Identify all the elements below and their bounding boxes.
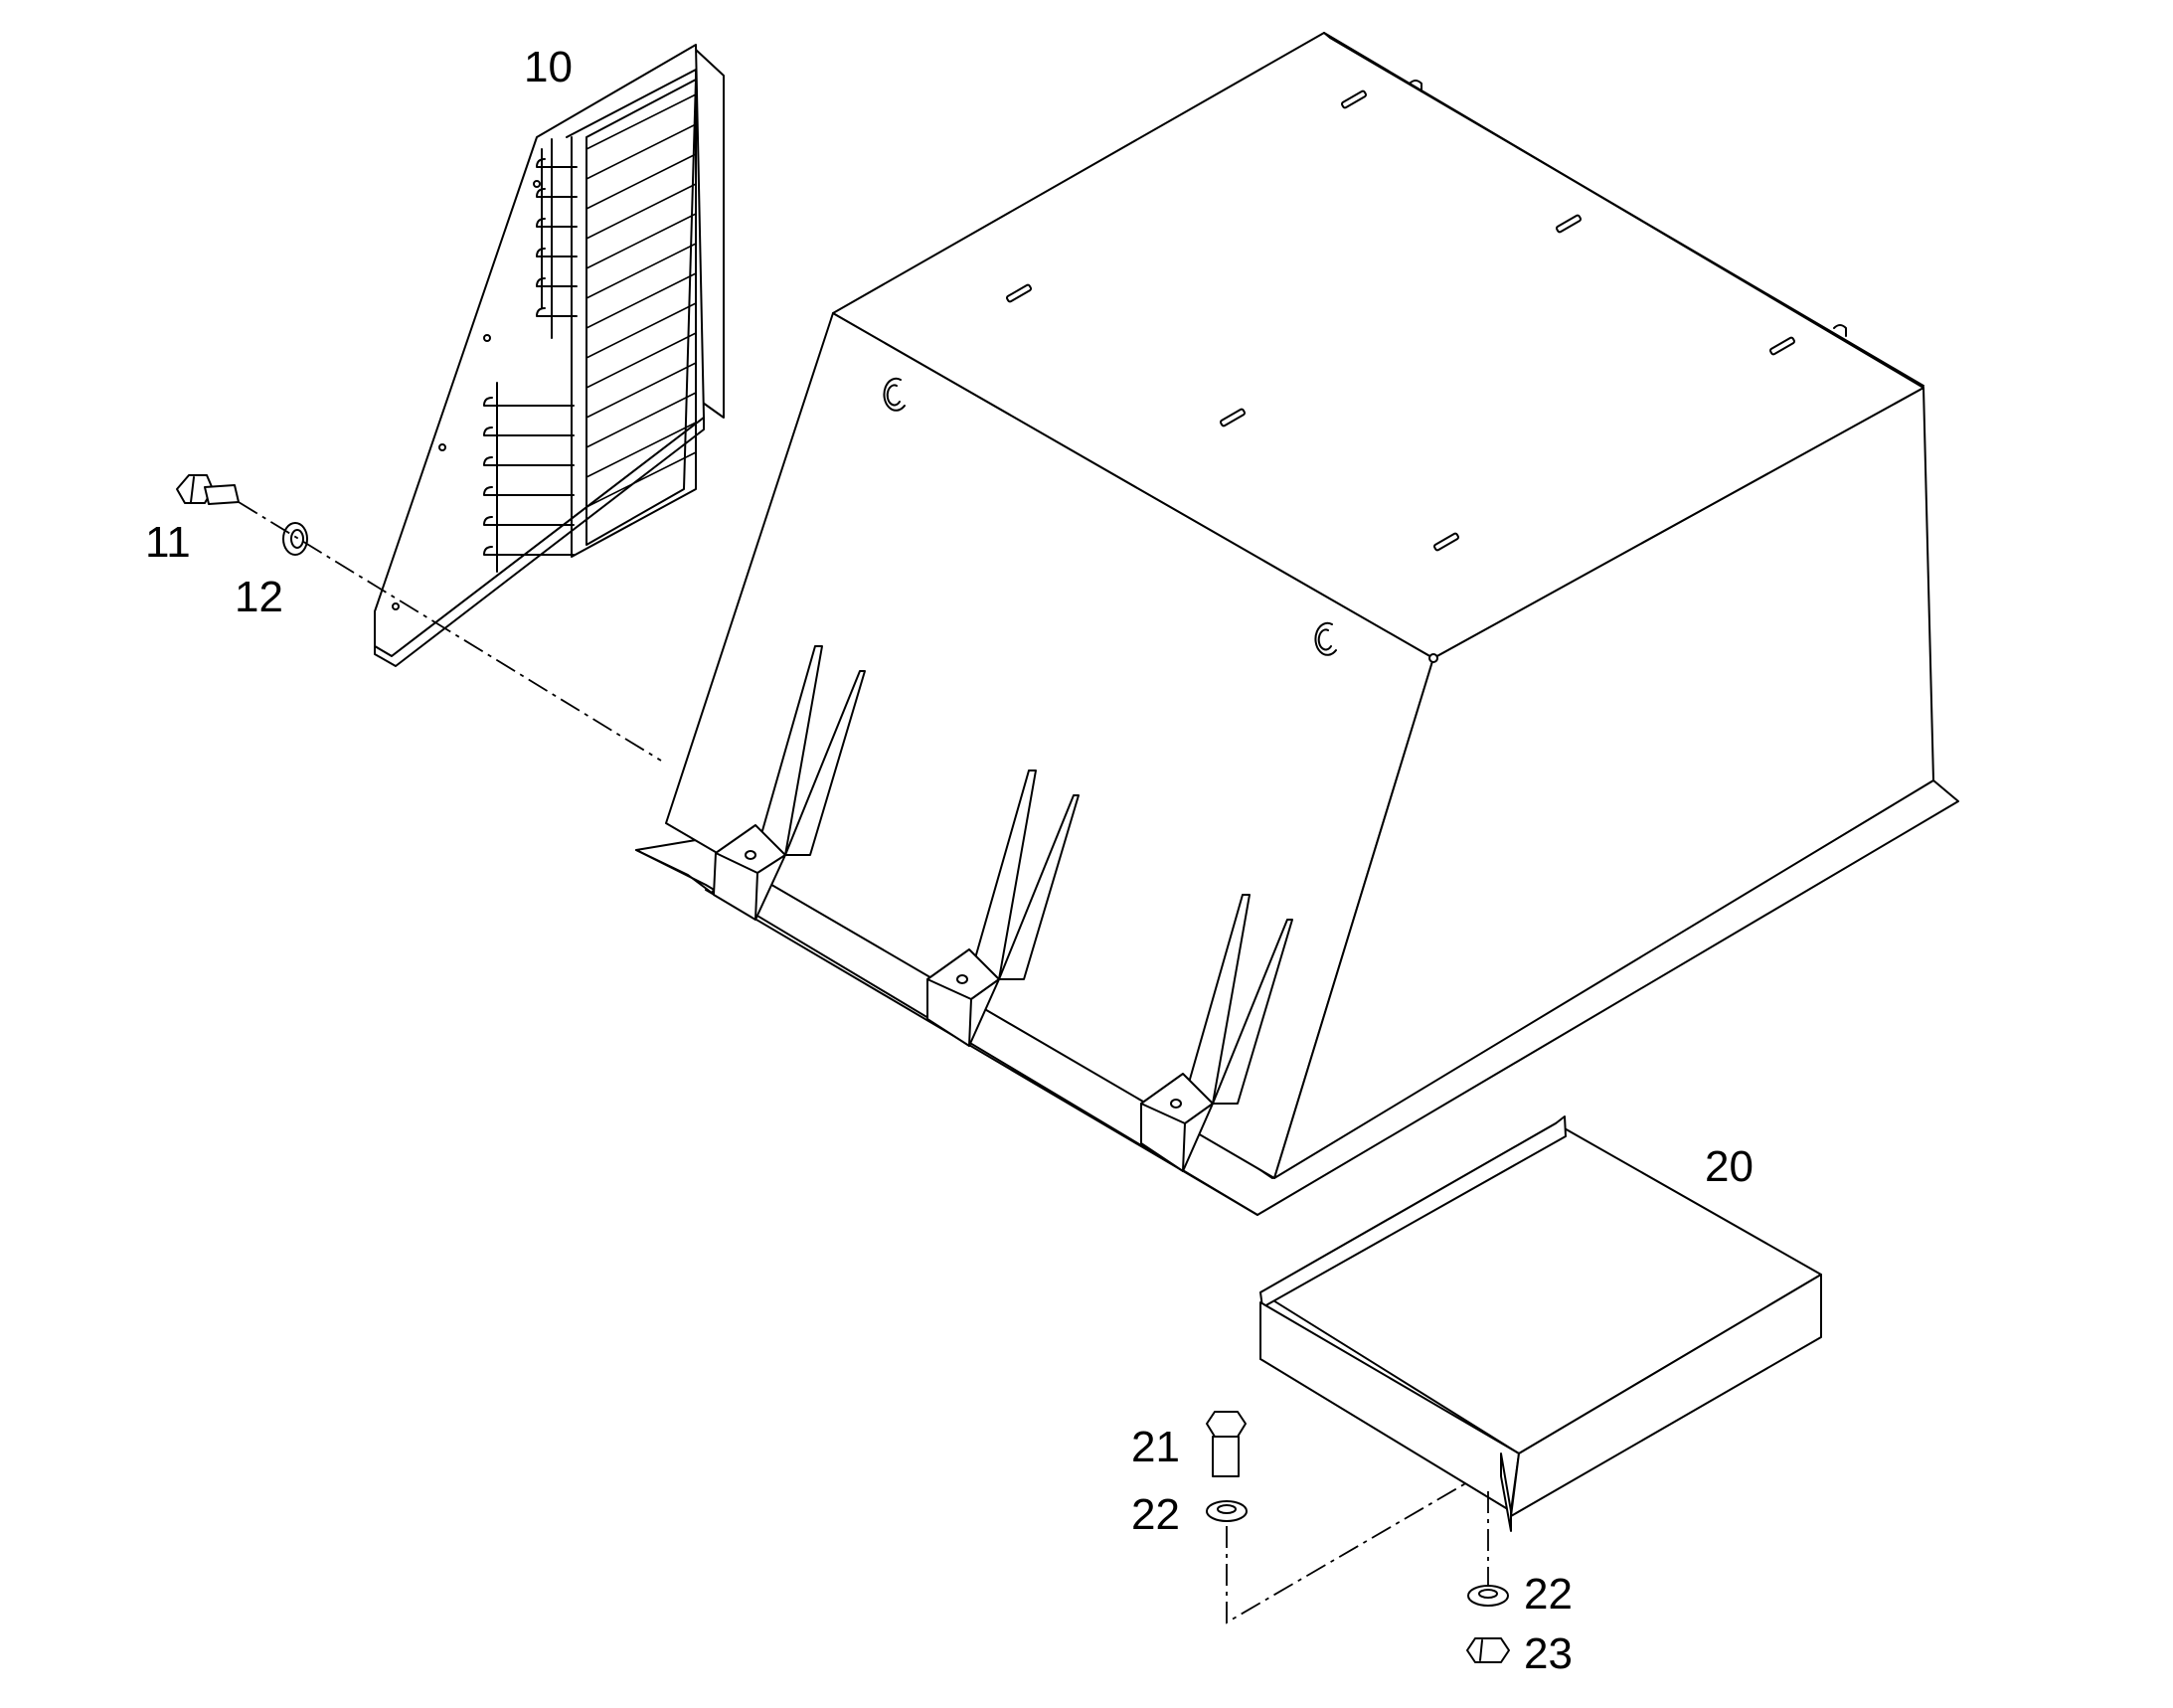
assembly-axis-line-11: [238, 501, 662, 762]
assembly-axis-line-21: [1226, 1480, 1470, 1624]
housing-top-face: [832, 32, 1924, 659]
housing-gusset-1: [713, 645, 866, 921]
washer-12-icon: [282, 522, 308, 556]
callout-22b: 22: [1524, 1570, 1573, 1619]
callout-21: 21: [1131, 1423, 1180, 1471]
housing-gusset-3: [1140, 894, 1293, 1172]
cover-hook-clips: [883, 377, 1337, 656]
base-tray-20: [1259, 1115, 1822, 1532]
grille-louvers-lower: [483, 382, 575, 573]
bolt-11-icon: [176, 474, 240, 505]
louvered-grille-panel: [374, 44, 725, 667]
callout-23: 23: [1524, 1629, 1573, 1678]
grille-slats: [585, 93, 697, 508]
housing-gusset-2: [926, 769, 1080, 1047]
callout-22a: 22: [1131, 1490, 1180, 1539]
washer-22-lower-icon: [1467, 1585, 1509, 1607]
housing-cover: [635, 32, 1959, 1216]
callout-12: 12: [235, 573, 283, 621]
callout-11: 11: [145, 518, 191, 567]
washer-22-upper-icon: [1206, 1500, 1248, 1522]
callout-10: 10: [524, 43, 573, 91]
bolt-21-icon: [1206, 1411, 1247, 1477]
grille-louvers-upper: [536, 138, 578, 339]
callout-20: 20: [1705, 1142, 1754, 1191]
nut-23-icon: [1466, 1637, 1510, 1663]
grille-panel-plate: [374, 44, 705, 657]
top-slots: [1005, 89, 1796, 552]
